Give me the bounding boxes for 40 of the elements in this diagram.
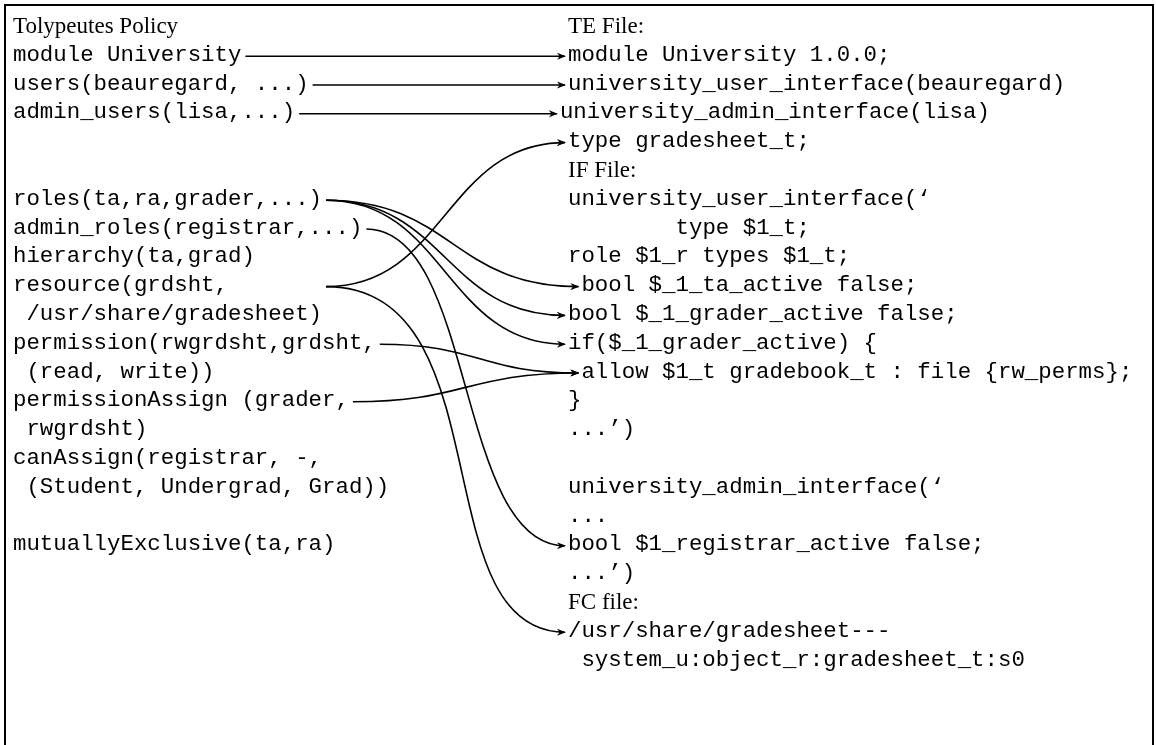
code-line: } xyxy=(568,386,582,416)
code-line: resource(grdsht, /usr/share/gradesheet) xyxy=(13,271,323,329)
section-heading: Tolypeutes Policy xyxy=(13,12,179,40)
code-line: if($_1_grader_active) { xyxy=(568,328,878,358)
section-heading: FC file: xyxy=(568,588,639,616)
arrow xyxy=(325,285,566,634)
arrow xyxy=(298,110,558,118)
code-line: ...’) xyxy=(568,559,636,588)
code-line: bool $_1_grader_active false; xyxy=(568,300,958,329)
code-line: hierarchy(ta,grad) xyxy=(13,242,255,272)
code-line: university_user_interface(beauregard) xyxy=(568,69,1066,99)
section-heading: TE File: xyxy=(568,12,645,40)
code-line: allow $1_t gradebook_t : file {rw_perms}; xyxy=(581,357,1133,387)
code-line: users(beauregard, ...) xyxy=(13,69,309,99)
code-line: admin_roles(registrar,...) xyxy=(13,213,363,243)
arrow xyxy=(365,228,566,548)
section-heading: IF File: xyxy=(568,156,637,184)
code-line: /usr/share/gradesheet--- system_u:object_r:gradesheet_t:s0 xyxy=(568,616,1025,675)
code-line: ...’) xyxy=(568,415,636,444)
code-line: role $1_r types $1_t; xyxy=(568,242,851,272)
arrow xyxy=(311,81,566,89)
code-line: university_user_interface(‘ xyxy=(568,184,931,214)
code-line: bool $1_registrar_active false; xyxy=(568,530,985,560)
code-line: module University xyxy=(13,40,242,70)
code-line: type gradesheet_t; xyxy=(568,127,810,156)
arrow xyxy=(325,199,566,347)
code-line: ... xyxy=(568,501,609,531)
arrow xyxy=(352,369,580,403)
code-line: university_admin_interface(lisa) xyxy=(559,98,990,128)
code-line: module University 1.0.0; xyxy=(568,40,891,70)
code-line: university_admin_interface(‘ xyxy=(568,472,945,502)
code-line: roles(ta,ra,grader,...) xyxy=(13,184,323,214)
code-line: mutuallyExclusive(ta,ra) xyxy=(13,530,336,560)
code-line: admin_users(lisa,...) xyxy=(13,98,296,128)
code-line: bool $_1_ta_active false; xyxy=(581,271,918,300)
code-line: type $1_t; xyxy=(675,213,810,243)
code-line: permission(rwgrdsht,grdsht, (read, write)) xyxy=(13,328,376,387)
code-line: permissionAssign (grader, rwgrdsht) xyxy=(13,386,349,444)
arrow xyxy=(244,52,566,60)
code-line: canAssign(registrar, -, (Student, Undergrad, Grad)) xyxy=(13,444,390,502)
